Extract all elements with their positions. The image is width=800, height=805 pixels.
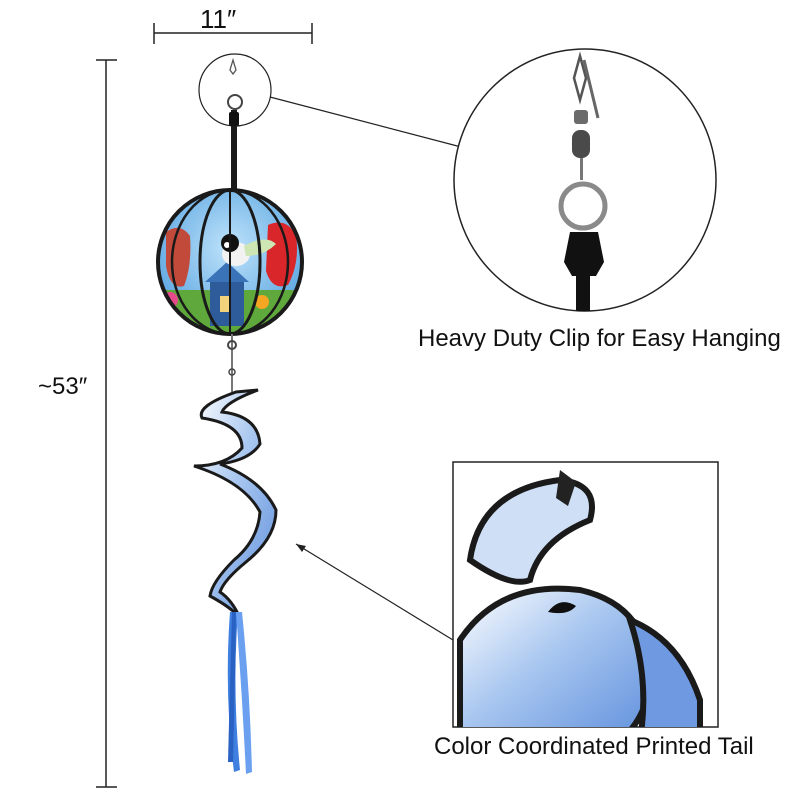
height-dimension	[96, 59, 117, 788]
tail-zoom-box	[452, 461, 719, 728]
width-label: 11″	[200, 4, 237, 34]
ribbon-streamers	[227, 612, 252, 774]
width-dimension	[153, 23, 313, 44]
clip-caption: Heavy Duty Clip for Easy Hanging	[418, 325, 781, 352]
clip-zoom-circle	[453, 48, 717, 312]
tail-caption: Color Coordinated Printed Tail	[434, 733, 754, 760]
lower-swivel	[227, 334, 237, 392]
height-label: ~53″	[38, 373, 88, 400]
hanging-rod	[229, 110, 239, 195]
spiral-tail	[193, 388, 278, 619]
callout-connectors	[269, 96, 466, 641]
spinner-ball	[156, 188, 304, 336]
